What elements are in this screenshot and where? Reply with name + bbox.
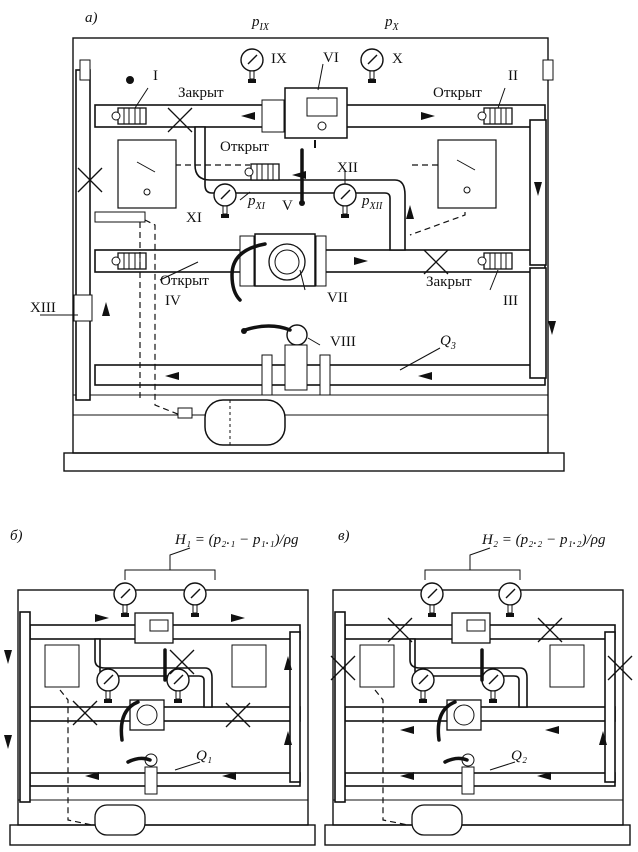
indicator-box-left: [117, 139, 177, 209]
label-xii: XII: [337, 160, 358, 176]
gauge-ix-icon: [240, 48, 264, 84]
pressure-ix-label: pIX: [251, 14, 270, 33]
panel-c-letter: в): [338, 528, 350, 544]
label-v: V: [282, 198, 293, 214]
panel-b: б) H₁ = (p₂.₁ − p₁.₁)/ρg: [4, 528, 316, 846]
panel-a: а): [30, 10, 565, 472]
filter-xiii-icon: [73, 294, 93, 322]
label-x: X: [392, 51, 403, 67]
pump-vi-icon: [261, 87, 348, 148]
flow-q3-label: Q3: [440, 333, 456, 352]
label-iii: III: [503, 293, 518, 309]
label-viii: VIII: [330, 334, 356, 350]
state-i-label: Закрыт: [178, 85, 224, 101]
panel-c: в) H₂ = (p₂.₂ − p₁.₂)/ρg: [324, 528, 633, 846]
state-ii-label: Открыт: [433, 85, 482, 101]
label-ix: IX: [271, 51, 287, 67]
hose-viii: [243, 324, 292, 332]
flowmeter-viii-icon: [261, 324, 331, 396]
tank-icon: [177, 399, 286, 446]
state-v-label: Открыт: [220, 139, 269, 155]
pressure-xii-label: pXII: [361, 193, 383, 212]
base-plate: [63, 452, 565, 472]
state-iii-label: Закрыт: [426, 274, 472, 290]
state-iv-label: Открыт: [160, 273, 209, 289]
gauge-xii-icon: [333, 183, 357, 219]
right-lower-vertical: [529, 267, 547, 379]
bypass-loop: [194, 126, 406, 251]
hose-vii: [230, 242, 267, 302]
label-i: I: [153, 68, 158, 84]
panel-c-formula: H₂ = (p₂.₂ − p₁.₂)/ρg: [481, 532, 606, 548]
panel-b-formula: H₁ = (p₂.₁ − p₁.₁)/ρg: [174, 532, 299, 548]
pump-vii-icon: [239, 233, 327, 287]
flow-arrows: [102, 112, 556, 380]
gauge-xi-icon: [213, 183, 237, 219]
gauge-x-icon: [360, 48, 384, 84]
label-vi: VI: [323, 50, 339, 66]
label-ii: II: [508, 68, 518, 84]
panel-b-letter: б): [10, 528, 23, 544]
pressure-xi-label: pXI: [247, 193, 266, 212]
valve-v-icon: [244, 163, 280, 181]
label-iv: IV: [165, 293, 181, 309]
left-vertical-pipe: [75, 69, 91, 401]
label-vii: VII: [327, 290, 348, 306]
label-xi: XI: [186, 210, 202, 226]
label-xiii: XIII: [30, 300, 56, 316]
indicator-box-right: [437, 139, 497, 209]
flow-q2-label: Q₂: [511, 748, 527, 764]
flow-q1-label: Q₁: [196, 748, 212, 764]
panel-a-letter: а): [85, 10, 98, 26]
pressure-x-label: pX: [384, 14, 400, 33]
